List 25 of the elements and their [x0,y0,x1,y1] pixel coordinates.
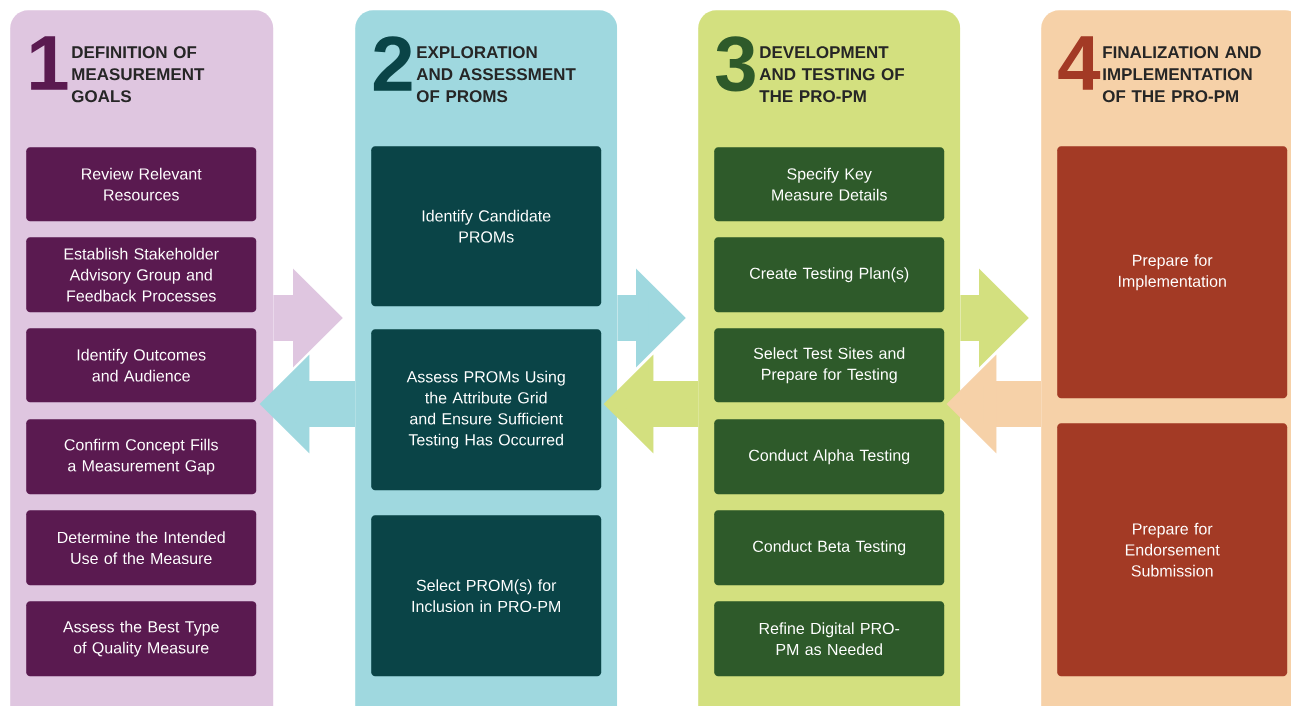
column-heading: EXPLORATION AND ASSESSMENT OF PROMS [416,46,576,103]
step-box: Establish Stakeholder Advisory Group and Feedback Processes [26,237,257,313]
step-box: Create Testing Plan(s) [714,237,945,313]
step-box: Identify Outcomes and Audience [26,328,257,403]
step-box: Select Test Sites and Prepare for Testing [714,328,945,403]
column-heading: DEVELOPMENT AND TESTING OF THE PRO-PM [759,46,904,103]
column-heading: DEFINITION OF MEASUREMENT GOALS [71,46,205,103]
step-box: Prepare for Endorsement Submission [1057,423,1288,677]
step-box: Assess PROMs Using the Attribute Grid and Ensure Sufficient Testing Has Occurred [371,329,602,491]
step-box: Prepare for Implementation [1057,146,1288,399]
step-box: Specify Key Measure Details [714,147,945,222]
step-box: Confirm Concept Fills a Measurement Gap [26,419,257,495]
column-heading: FINALIZATION AND IMPLEMENTATION OF THE PRO-PM [1102,46,1261,103]
step-box: Determine the Intended Use of the Measure [26,510,257,586]
step-box: Conduct Beta Testing [714,510,945,586]
step-box: Review Relevant Resources [26,147,257,222]
step-box: Assess the Best Type of Quality Measure [26,601,257,677]
step-box: Conduct Alpha Testing [714,419,945,495]
step-number: 3 [716,36,755,92]
step-number: 4 [1058,36,1101,90]
step-box: Refine Digital PRO-PM as Needed [714,601,945,677]
step-box: Identify Candidate PROMs [371,146,602,307]
step-number: 2 [373,36,412,91]
step-box: Select PROM(s) for Inclusion in PRO-PM [371,515,602,677]
step-number: 1 [31,36,68,90]
